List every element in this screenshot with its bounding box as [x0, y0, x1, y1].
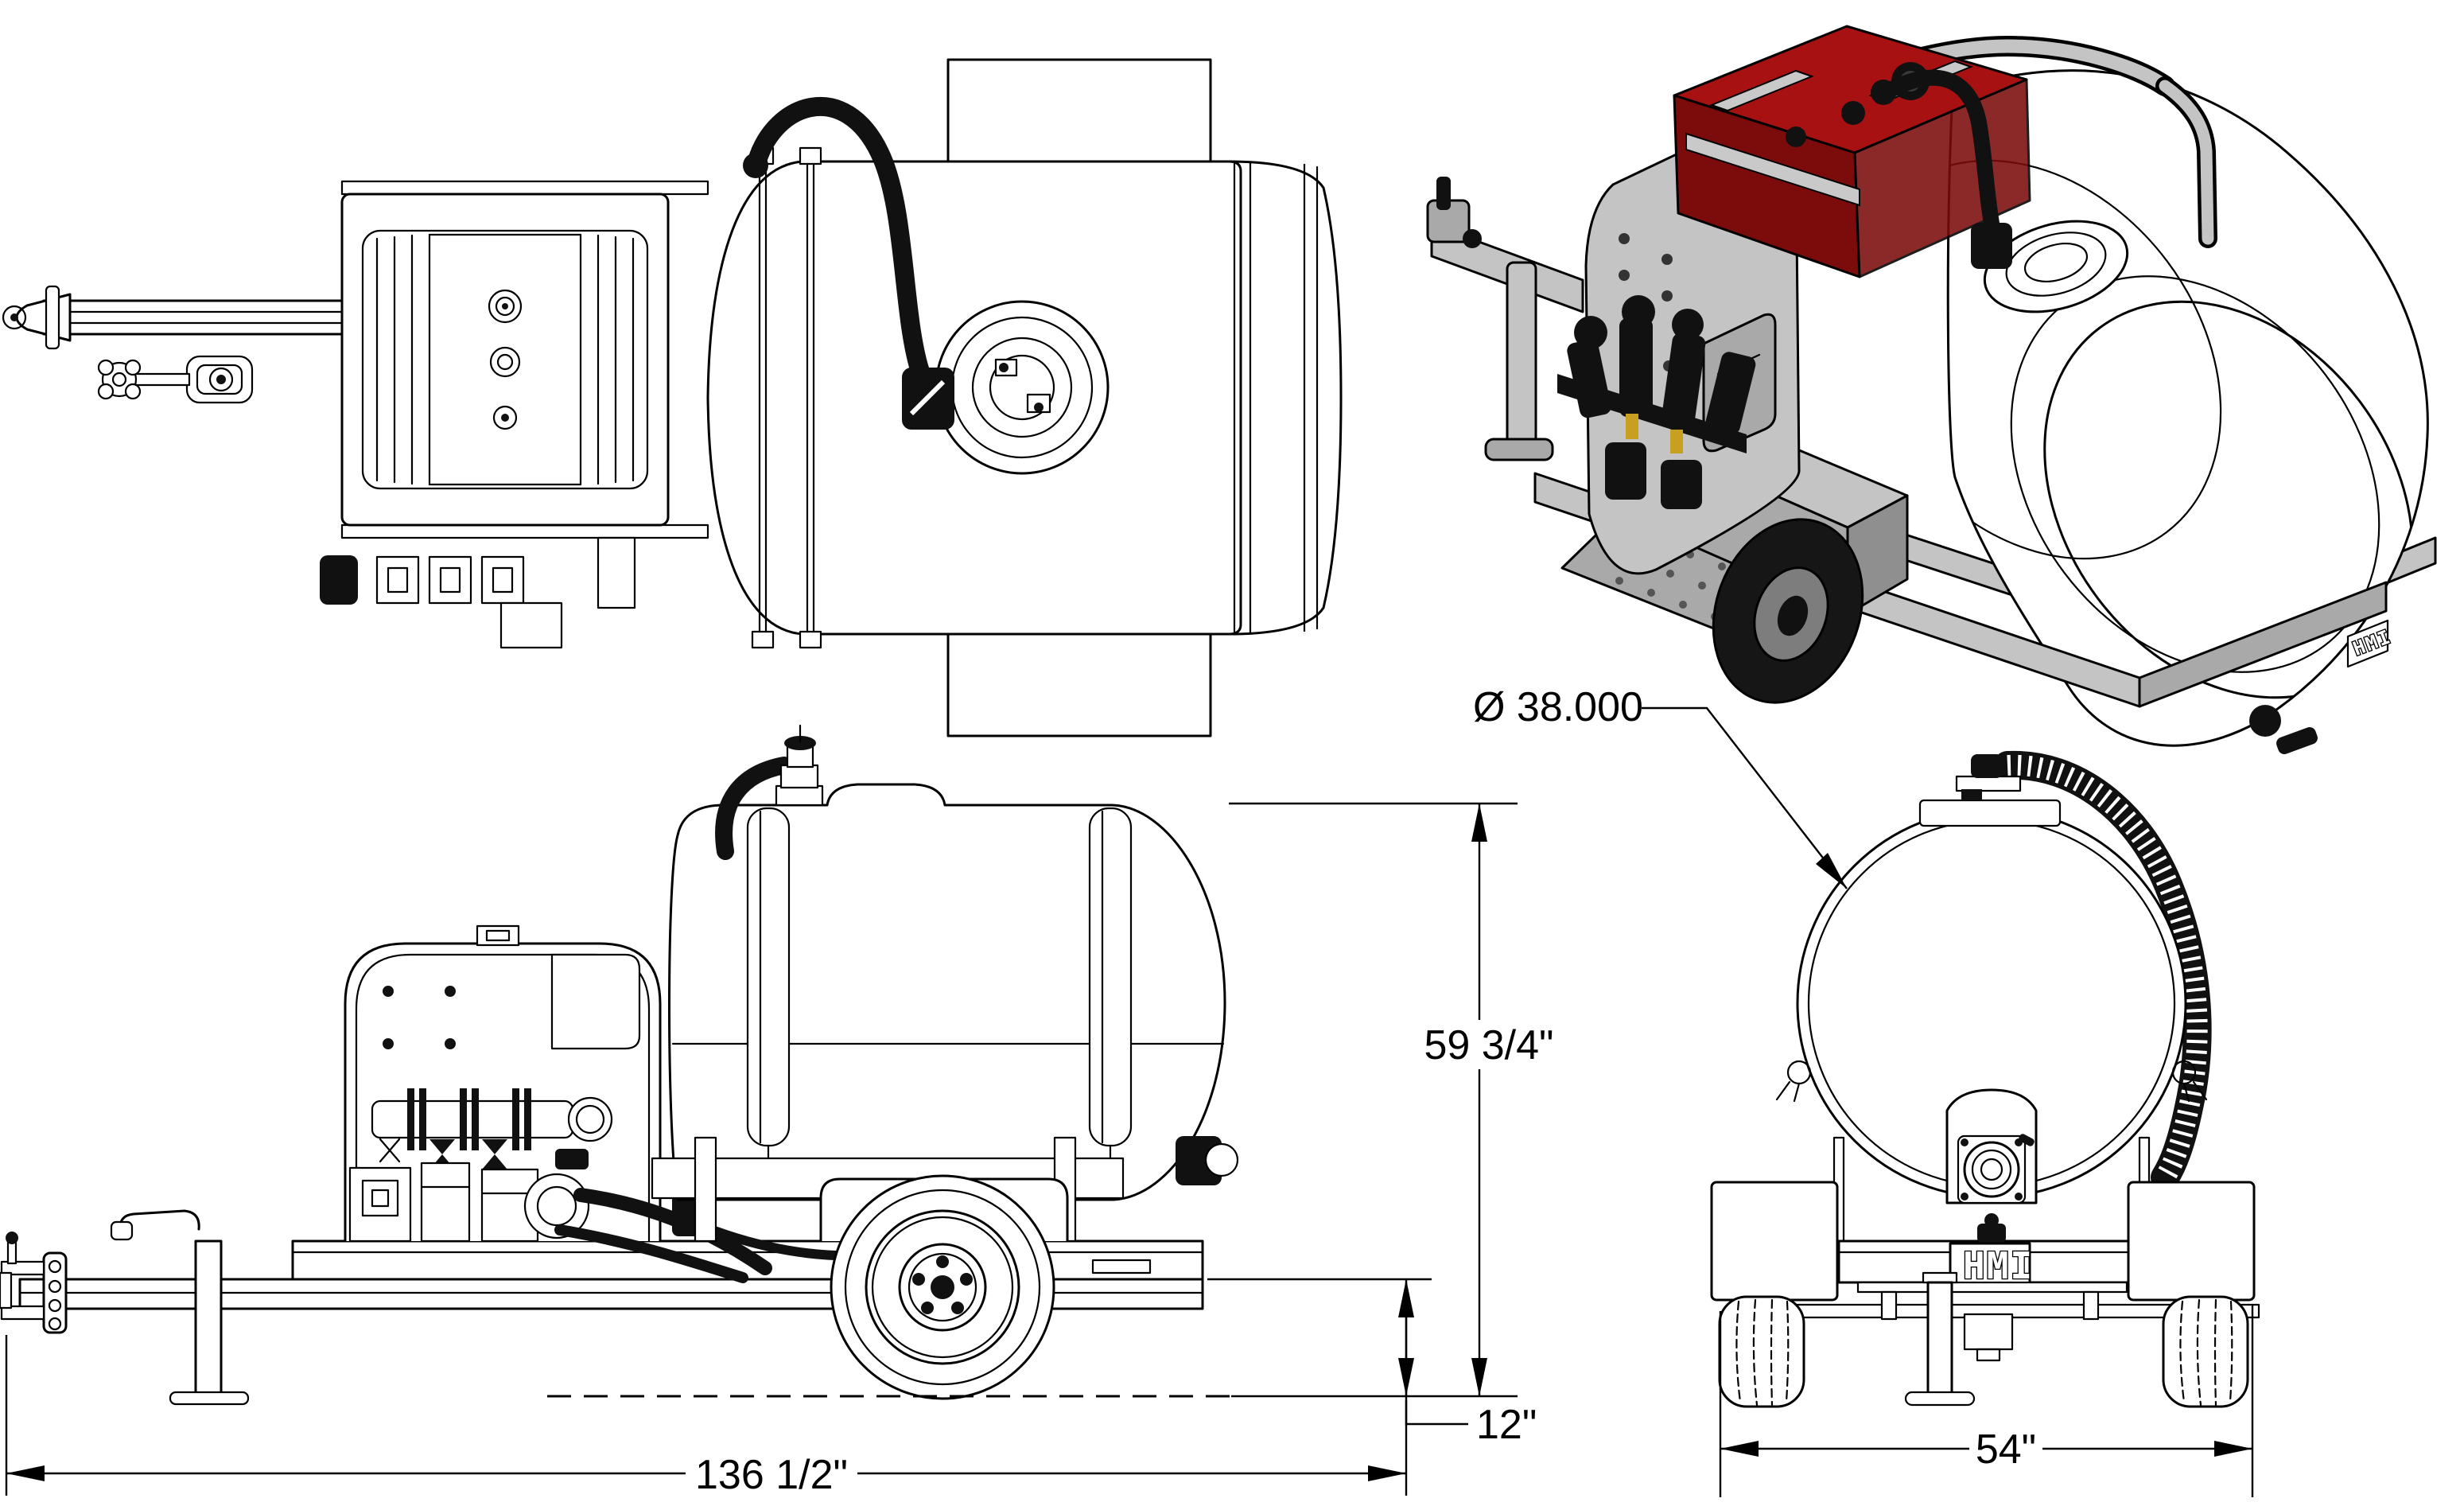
- rear-jack: [1904, 1271, 1976, 1407]
- dim-text-frame-to-ground: 12": [1476, 1402, 1537, 1448]
- side-rear-valve: [1091, 1136, 1239, 1274]
- rear-top-plate: [1918, 799, 2062, 827]
- iso-logo-plate: [2346, 619, 2389, 668]
- side-fill-hose: [715, 724, 824, 860]
- rear-strap-hooks: [1775, 1060, 2208, 1103]
- dimensions: 136 1/2" 12" 59 3/4": [5, 684, 2254, 1498]
- frame-rail-bottom: [340, 523, 709, 539]
- engine-fitting-1: [488, 289, 523, 324]
- engine-fitting-3: [492, 405, 518, 430]
- iso-engine: [1673, 25, 2031, 278]
- iso-jack: [1506, 261, 1537, 447]
- tank-strap-rear: [1088, 807, 1133, 1147]
- frame-rail-top: [340, 180, 709, 196]
- rear-tire-left: [1718, 1295, 1805, 1408]
- dim-text-rear-width: 54": [1976, 1426, 2036, 1473]
- dim-text-overall-length: 136 1/2": [695, 1452, 848, 1498]
- rear-sump-outlet: [1945, 1088, 2038, 1204]
- dim-text-overall-height: 59 3/4": [1424, 1022, 1553, 1068]
- tongue-beam-top: [42, 299, 357, 336]
- rear-tire-right: [2162, 1295, 2249, 1408]
- iso-fill-hose: [1875, 69, 2001, 240]
- side-tank: [651, 783, 1226, 1243]
- rear-fender-right: [2127, 1181, 2256, 1302]
- tank-strap-front: [746, 807, 791, 1147]
- side-view: [0, 724, 1239, 1406]
- dim-tank-diameter: Ø 38.000: [1473, 684, 1848, 889]
- rear-suction-hose: [1993, 750, 2212, 1192]
- dim-text-tank-diameter: Ø 38.000: [1473, 684, 1643, 730]
- engine-fitting-2: [489, 346, 521, 378]
- manhole-top-view: [935, 300, 1110, 475]
- iso-manhole: [1983, 220, 2129, 313]
- iso-pump-plumbing: [1557, 295, 1756, 509]
- dim-rear-width: 54": [1719, 1305, 2254, 1497]
- side-pump-assembly: [348, 1149, 864, 1283]
- rear-fender-left: [1710, 1181, 1839, 1302]
- rear-logo-plate: [1949, 1242, 2031, 1289]
- isometric-view: HMI: [1426, 25, 2437, 754]
- top-view: [2, 58, 1343, 737]
- rear-view: HMI: [1710, 750, 2260, 1408]
- side-wheel: [830, 1174, 1055, 1400]
- dim-overall-length: 136 1/2": [5, 1282, 1408, 1498]
- dim-frame-to-ground: 12": [1207, 1278, 1537, 1448]
- fill-hose-top-view: [748, 97, 931, 383]
- side-valve-manifold: [371, 1088, 613, 1169]
- rear-logo-text: HMI: [1963, 1244, 2034, 1287]
- fender-bottom-plan: [946, 632, 1212, 737]
- rear-drain-box: [1963, 1313, 2014, 1351]
- fender-top-plan: [946, 58, 1212, 163]
- dim-overall-height: 59 3/4": [1229, 802, 1554, 1396]
- side-hitch: [0, 1232, 68, 1334]
- side-jack: [110, 1209, 250, 1406]
